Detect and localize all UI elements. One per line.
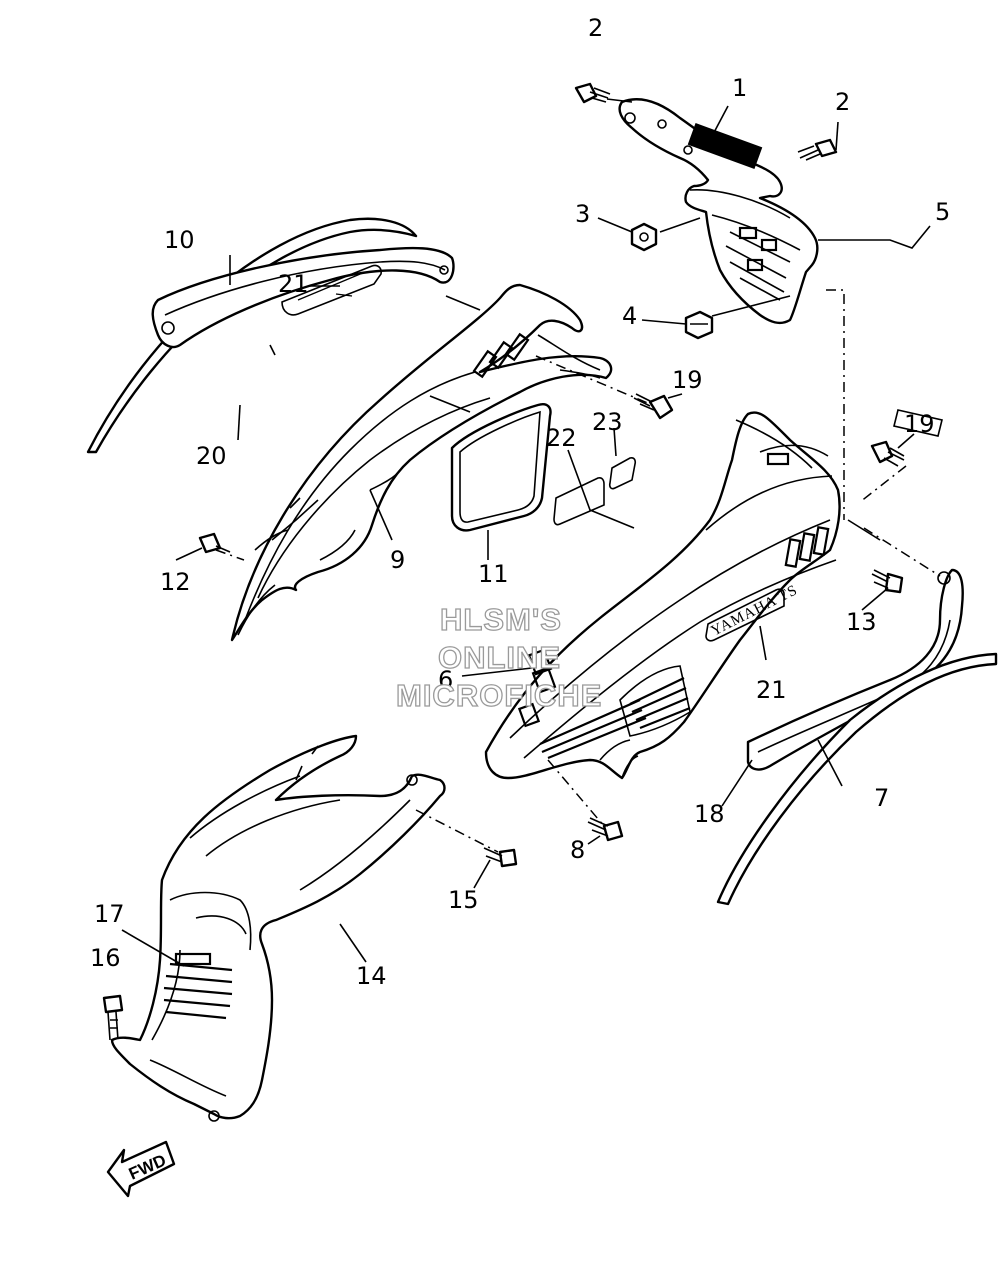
leader-lines xyxy=(121,98,941,967)
callout-13: 13 xyxy=(846,608,877,636)
callout-2a: 2 xyxy=(588,14,603,42)
nut-3 xyxy=(630,222,658,252)
front-grille-17 xyxy=(163,952,233,1020)
callout-14: 14 xyxy=(356,962,387,990)
callout-19b: 19 xyxy=(904,410,935,438)
callout-8: 8 xyxy=(570,836,585,864)
svg-text:MICROFICHE: MICROFICHE xyxy=(396,678,602,713)
decal-23 xyxy=(608,457,637,490)
svg-text:HLSM'S: HLSM'S xyxy=(440,602,562,637)
callout-15: 15 xyxy=(448,886,479,914)
callout-5: 5 xyxy=(935,198,950,226)
bolt-13 xyxy=(871,569,904,594)
callout-1: 1 xyxy=(732,74,747,102)
callout-20: 20 xyxy=(196,442,227,470)
bolt-15 xyxy=(483,847,518,868)
callout-17: 17 xyxy=(94,900,125,928)
decal-22 xyxy=(553,477,605,526)
bolt-2b xyxy=(797,138,838,161)
bolt-2a xyxy=(574,82,611,104)
callout-7: 7 xyxy=(874,784,889,812)
callout-23: 23 xyxy=(592,408,623,436)
callout-10: 10 xyxy=(164,226,195,254)
left-side-cover xyxy=(230,283,613,642)
callout-4: 4 xyxy=(622,302,637,330)
front-lower-cover xyxy=(110,734,446,1122)
side-grille xyxy=(539,665,691,760)
callout-21b: 21 xyxy=(756,676,787,704)
rear-cowling: YAMAHA TS xyxy=(484,411,841,780)
forward-arrow: FWD xyxy=(106,1140,176,1198)
callout-2b: 2 xyxy=(835,88,850,116)
bolt-19a xyxy=(633,393,674,420)
bolt-19b xyxy=(870,440,905,467)
svg-text:ONLINE: ONLINE xyxy=(438,640,561,675)
rear-bracket xyxy=(618,98,819,325)
callout-11: 11 xyxy=(478,560,509,588)
callout-21a: 21 xyxy=(278,270,309,298)
bolt-12 xyxy=(198,532,231,554)
decal-5 xyxy=(893,409,943,437)
side-cover-pad xyxy=(450,403,552,532)
molding-strip-left xyxy=(151,246,455,356)
callout-3: 3 xyxy=(575,200,590,228)
vent-slots xyxy=(472,332,530,379)
callout-9: 9 xyxy=(390,546,405,574)
callout-19a: 19 xyxy=(672,366,703,394)
callout-labels: 1 2 2 3 4 5 6 7 8 9 10 11 12 13 14 15 16… xyxy=(90,14,950,990)
callout-6: 6 xyxy=(438,666,453,694)
watermark: HLSM'S ONLINE MICROFICHE xyxy=(395,601,602,713)
clip-4 xyxy=(684,310,714,340)
callout-22: 22 xyxy=(546,424,577,452)
side-trim-strip-right xyxy=(716,652,998,906)
bolt-8 xyxy=(587,817,624,842)
callout-16: 16 xyxy=(90,944,121,972)
callout-12: 12 xyxy=(160,568,191,596)
callout-18: 18 xyxy=(694,800,725,828)
bolt-16 xyxy=(102,994,124,1041)
cowling-inserts-6 xyxy=(517,648,557,728)
